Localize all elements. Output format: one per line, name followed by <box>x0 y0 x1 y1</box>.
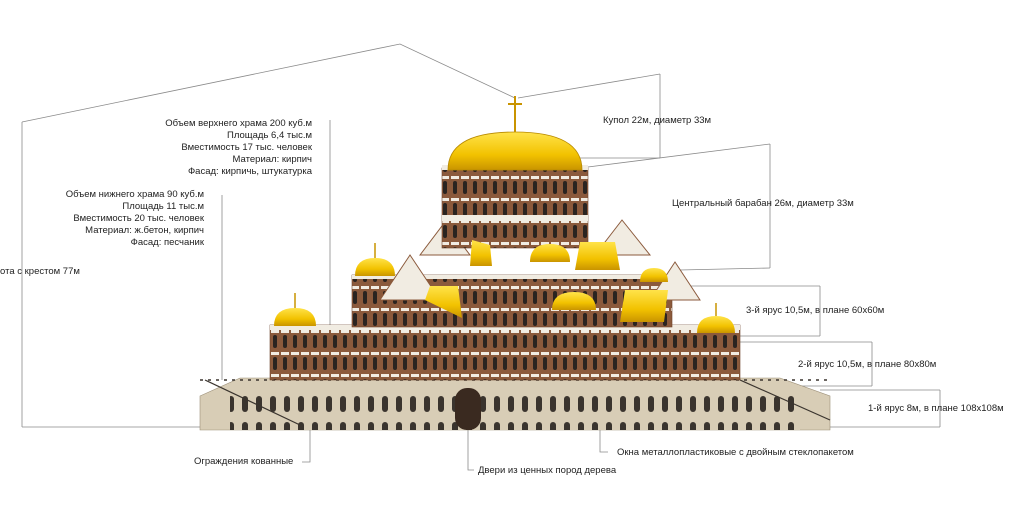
windows-label: Окна металлопластиковые с двойным стекло… <box>617 447 854 458</box>
drum-bottom-line <box>679 267 771 271</box>
lower-volume: Объем нижнего храма 90 куб.м <box>65 189 204 200</box>
tier1-label: 1-й ярус 8м, в плане 108х108м <box>868 403 1004 414</box>
lower-area: Площадь 11 тыс.м <box>122 201 204 212</box>
height-label: ота с крестом 77м <box>0 266 80 277</box>
right-gable-roof <box>575 242 620 270</box>
dimension-lines <box>21 43 941 471</box>
upper-material: Материал: кирпич <box>232 154 312 165</box>
drum-label: Центральный барабан 26м, диаметр 33м <box>672 198 854 209</box>
upper-temple-info: Объем верхнего храма 200 куб.м Площадь 6… <box>130 118 312 178</box>
height-outline-line <box>21 43 516 123</box>
front-right-gable-roof <box>620 290 668 322</box>
center-small-dome <box>530 244 570 262</box>
upper-area: Площадь 6,4 тыс.м <box>227 130 312 141</box>
right-small-dome <box>640 268 668 282</box>
lower-material: Материал: ж.бетон, кирпич <box>85 225 204 236</box>
dome-top-line <box>517 73 661 99</box>
drum-top-line <box>579 143 771 169</box>
fence-leader <box>302 428 311 463</box>
left-gable-roof <box>425 286 462 318</box>
right-corner-dome <box>697 316 735 333</box>
cathedral-building <box>199 96 831 431</box>
lower-facade: Фасад: песчаник <box>130 237 204 248</box>
left-tower-dome <box>355 258 395 276</box>
main-dome <box>447 131 583 171</box>
main-door <box>455 388 481 430</box>
lower-temple-info: Объем нижнего храма 90 куб.м Площадь 11 … <box>30 189 204 249</box>
upper-facade: Фасад: кирпичь, штукатурка <box>187 166 312 177</box>
left-corner-dome <box>274 308 316 326</box>
doors-label: Двери из ценных пород дерева <box>478 465 617 476</box>
upper-capacity: Вместимость 17 тыс. человек <box>181 142 312 153</box>
lower-capacity: Вместимость 20 тыс. человек <box>73 213 204 224</box>
upper-volume: Объем верхнего храма 200 куб.м <box>165 118 312 129</box>
front-small-dome <box>552 292 596 310</box>
ground-tier-windows <box>230 396 800 430</box>
dome-label: Купол 22м, диаметр 33м <box>603 115 712 126</box>
doors-leader <box>467 428 474 471</box>
tier2-label: 2-й ярус 10,5м, в плане 80х80м <box>798 359 937 370</box>
tier3-label: 3-й ярус 10,5м, в плане 60х60м <box>746 305 885 316</box>
fence-label: Ограждения кованные <box>194 456 294 467</box>
